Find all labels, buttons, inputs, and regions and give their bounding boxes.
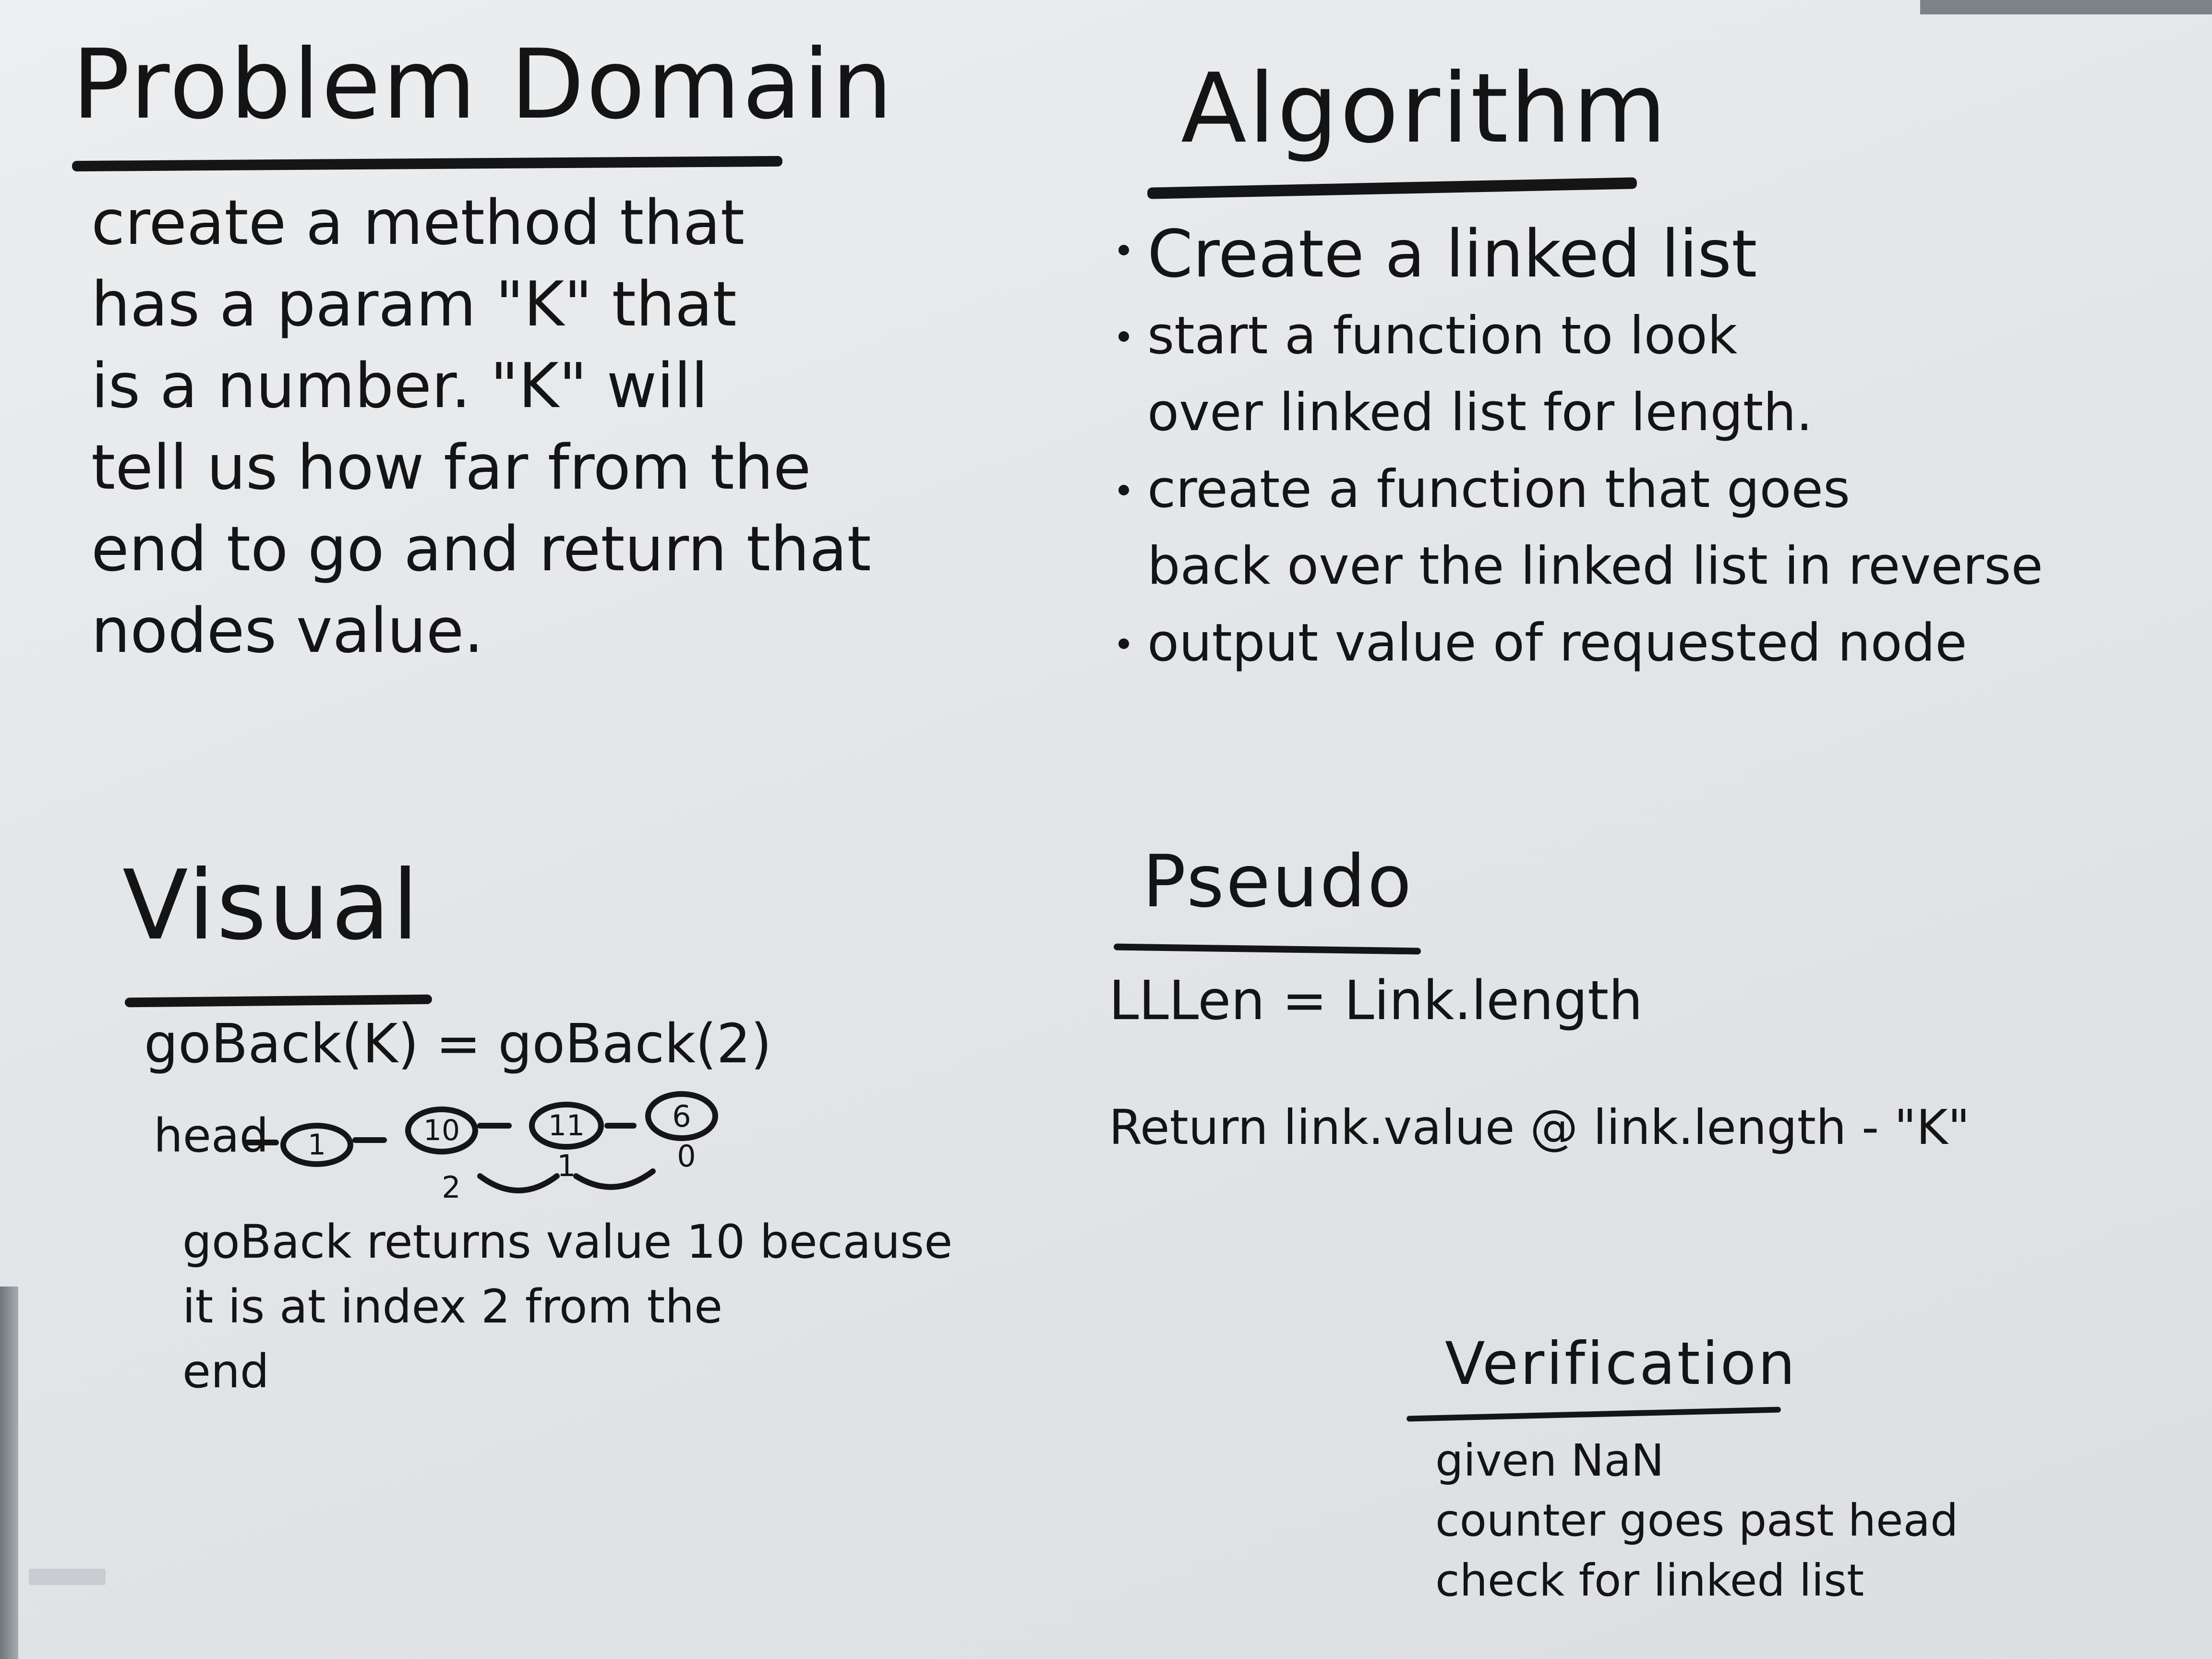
- problem-domain-text: create a method that has a param "K" tha…: [91, 182, 871, 672]
- algorithm-step-line: output value of requested node: [1147, 613, 1967, 673]
- verification-title: Verification: [1445, 1330, 1797, 1398]
- visual-title: Visual: [122, 850, 421, 962]
- visual-note-line: end: [182, 1345, 269, 1398]
- algorithm-step-line: create a function that goes: [1147, 459, 1851, 519]
- algorithm-title: Algorithm: [1181, 53, 1669, 165]
- pseudo-title: Pseudo: [1142, 840, 1414, 924]
- pseudo-underline: [1113, 943, 1421, 955]
- problem-domain-line: create a method that: [91, 187, 745, 259]
- problem-domain-title: Problem Domain: [72, 29, 895, 141]
- problem-domain-line: tell us how far from the: [91, 432, 811, 504]
- list-node: [405, 1106, 478, 1154]
- visual-call: goBack(K) = goBack(2): [144, 1013, 772, 1075]
- node-value: 11: [548, 1109, 585, 1142]
- board-frame-top: [1920, 0, 2212, 14]
- verification-list: given NaN counter goes past head check f…: [1435, 1431, 1958, 1611]
- algorithm-underline: [1147, 177, 1637, 199]
- algorithm-step: Create a linked list: [1118, 211, 2043, 298]
- algorithm-step-line: start a function to look: [1147, 306, 1738, 366]
- index-hop: [573, 1168, 656, 1190]
- linked-list-svg: 1 10 11 6 2 1 0: [244, 1091, 718, 1205]
- node-value: 6: [672, 1099, 691, 1134]
- problem-domain-underline: [72, 156, 783, 172]
- list-node: [645, 1091, 718, 1141]
- head-label: head: [154, 1109, 269, 1163]
- pseudo-line: LLLen = Link.length: [1109, 970, 1643, 1032]
- algorithm-step-line: over linked list for length.: [1147, 383, 1813, 443]
- index-hop: [477, 1173, 560, 1193]
- index-label: 0: [677, 1139, 696, 1174]
- list-node: [529, 1102, 604, 1150]
- algorithm-steps: Create a linked list start a function to…: [1118, 211, 2043, 682]
- problem-domain-line: nodes value.: [91, 595, 484, 667]
- visual-note: goBack returns value 10 because it is at…: [182, 1210, 952, 1404]
- algorithm-step: create a function that goes back over th…: [1118, 451, 2043, 605]
- verification-line: given NaN: [1435, 1435, 1664, 1486]
- index-label: 1: [557, 1148, 576, 1183]
- visual-note-line: goBack returns value 10 because: [182, 1215, 953, 1269]
- marker-tray-tab: [29, 1569, 106, 1585]
- verification-line: counter goes past head: [1435, 1495, 1959, 1546]
- algorithm-step: start a function to look over linked lis…: [1118, 298, 2043, 451]
- problem-domain-line: is a number. "K" will: [91, 350, 708, 422]
- algorithm-step-line: back over the linked list in reverse: [1147, 536, 2043, 596]
- visual-underline: [124, 994, 433, 1008]
- algorithm-step-line: Create a linked list: [1147, 216, 1757, 292]
- index-label: 2: [442, 1170, 460, 1205]
- node-value: 10: [423, 1114, 460, 1147]
- visual-note-line: it is at index 2 from the: [182, 1280, 723, 1334]
- problem-domain-line: end to go and return that: [91, 514, 871, 585]
- algorithm-step: output value of requested node: [1118, 605, 2043, 682]
- list-node: [280, 1123, 353, 1167]
- problem-domain-line: has a param "K" that: [91, 269, 737, 340]
- verification-line: check for linked list: [1435, 1555, 1864, 1606]
- board-frame-left: [0, 1286, 18, 1659]
- node-value: 1: [308, 1128, 326, 1162]
- pseudo-line: Return link.value @ link.length - "K": [1109, 1099, 1970, 1155]
- linked-list-diagram: head 1 10 11 6: [154, 1090, 749, 1214]
- verification-underline: [1406, 1407, 1781, 1422]
